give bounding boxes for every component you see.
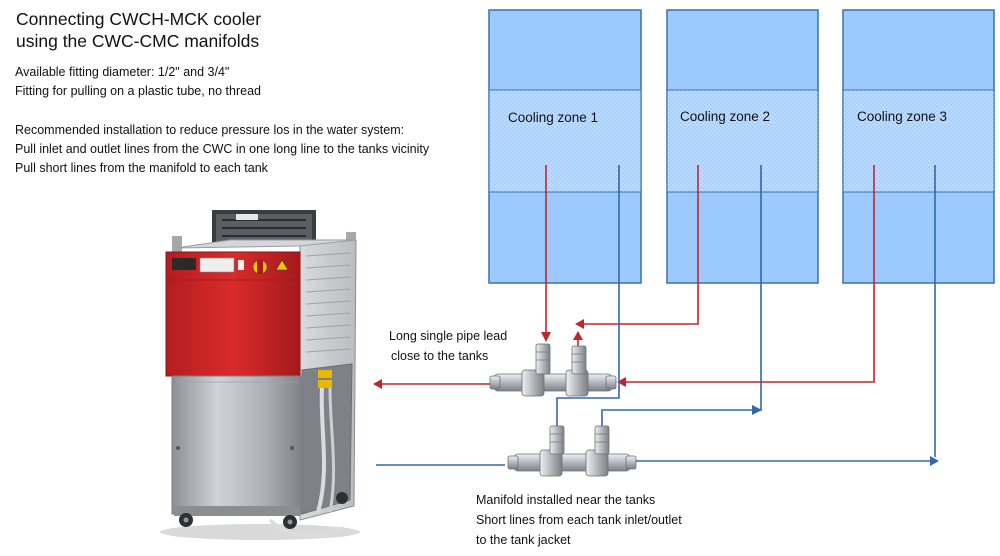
- pipe-lead-caption: Long single pipe lead close to the tanks: [389, 326, 507, 366]
- supply-manifold: [507, 425, 637, 477]
- cwch-cooler-unit: [160, 210, 360, 540]
- supply-lines-cold: [376, 165, 936, 466]
- return-lines-hot: [380, 165, 875, 385]
- installation-notes: Recommended installation to reduce press…: [15, 121, 429, 178]
- tank-zone-3: [842, 9, 995, 284]
- pipe-caption-line-2: close to the tanks: [391, 349, 489, 363]
- installation-note-line-1: Recommended installation to reduce press…: [15, 123, 405, 137]
- return-manifold: [489, 343, 617, 397]
- diagram-title: Connecting CWCH-MCK cooler using the CWC…: [16, 8, 261, 52]
- pipe-caption-line-1: Long single pipe lead: [389, 329, 508, 343]
- title-line-2: using the CWC-CMC manifolds: [16, 31, 260, 51]
- title-line-1: Connecting CWCH-MCK cooler: [16, 9, 262, 29]
- tank-zone-1: [488, 9, 642, 284]
- zone-label-1: Cooling zone 1: [508, 110, 599, 125]
- fitting-note-line-1: Available fitting diameter: 1/2" and 3/4…: [15, 65, 230, 79]
- zone-label-3: Cooling zone 3: [857, 109, 948, 124]
- fitting-note-line-2: Fitting for pulling on a plastic tube, n…: [15, 84, 261, 98]
- manifold-caption-line-2: Short lines from each tank inlet/outlet: [476, 513, 682, 527]
- installation-note-line-3: Pull short lines from the manifold to ea…: [15, 161, 268, 175]
- manifold-caption-line-3: to the tank jacket: [476, 533, 571, 547]
- zone-label-2: Cooling zone 2: [680, 109, 771, 124]
- installation-note-line-2: Pull inlet and outlet lines from the CWC…: [15, 142, 430, 156]
- manifold-caption-line-1: Manifold installed near the tanks: [476, 493, 656, 507]
- return-arrows-hot: [373, 319, 626, 389]
- tank-zone-2: [666, 9, 819, 284]
- manifold-caption: Manifold installed near the tanks Short …: [476, 490, 682, 550]
- fitting-notes: Available fitting diameter: 1/2" and 3/4…: [15, 63, 261, 101]
- supply-arrows-cold: [752, 405, 939, 466]
